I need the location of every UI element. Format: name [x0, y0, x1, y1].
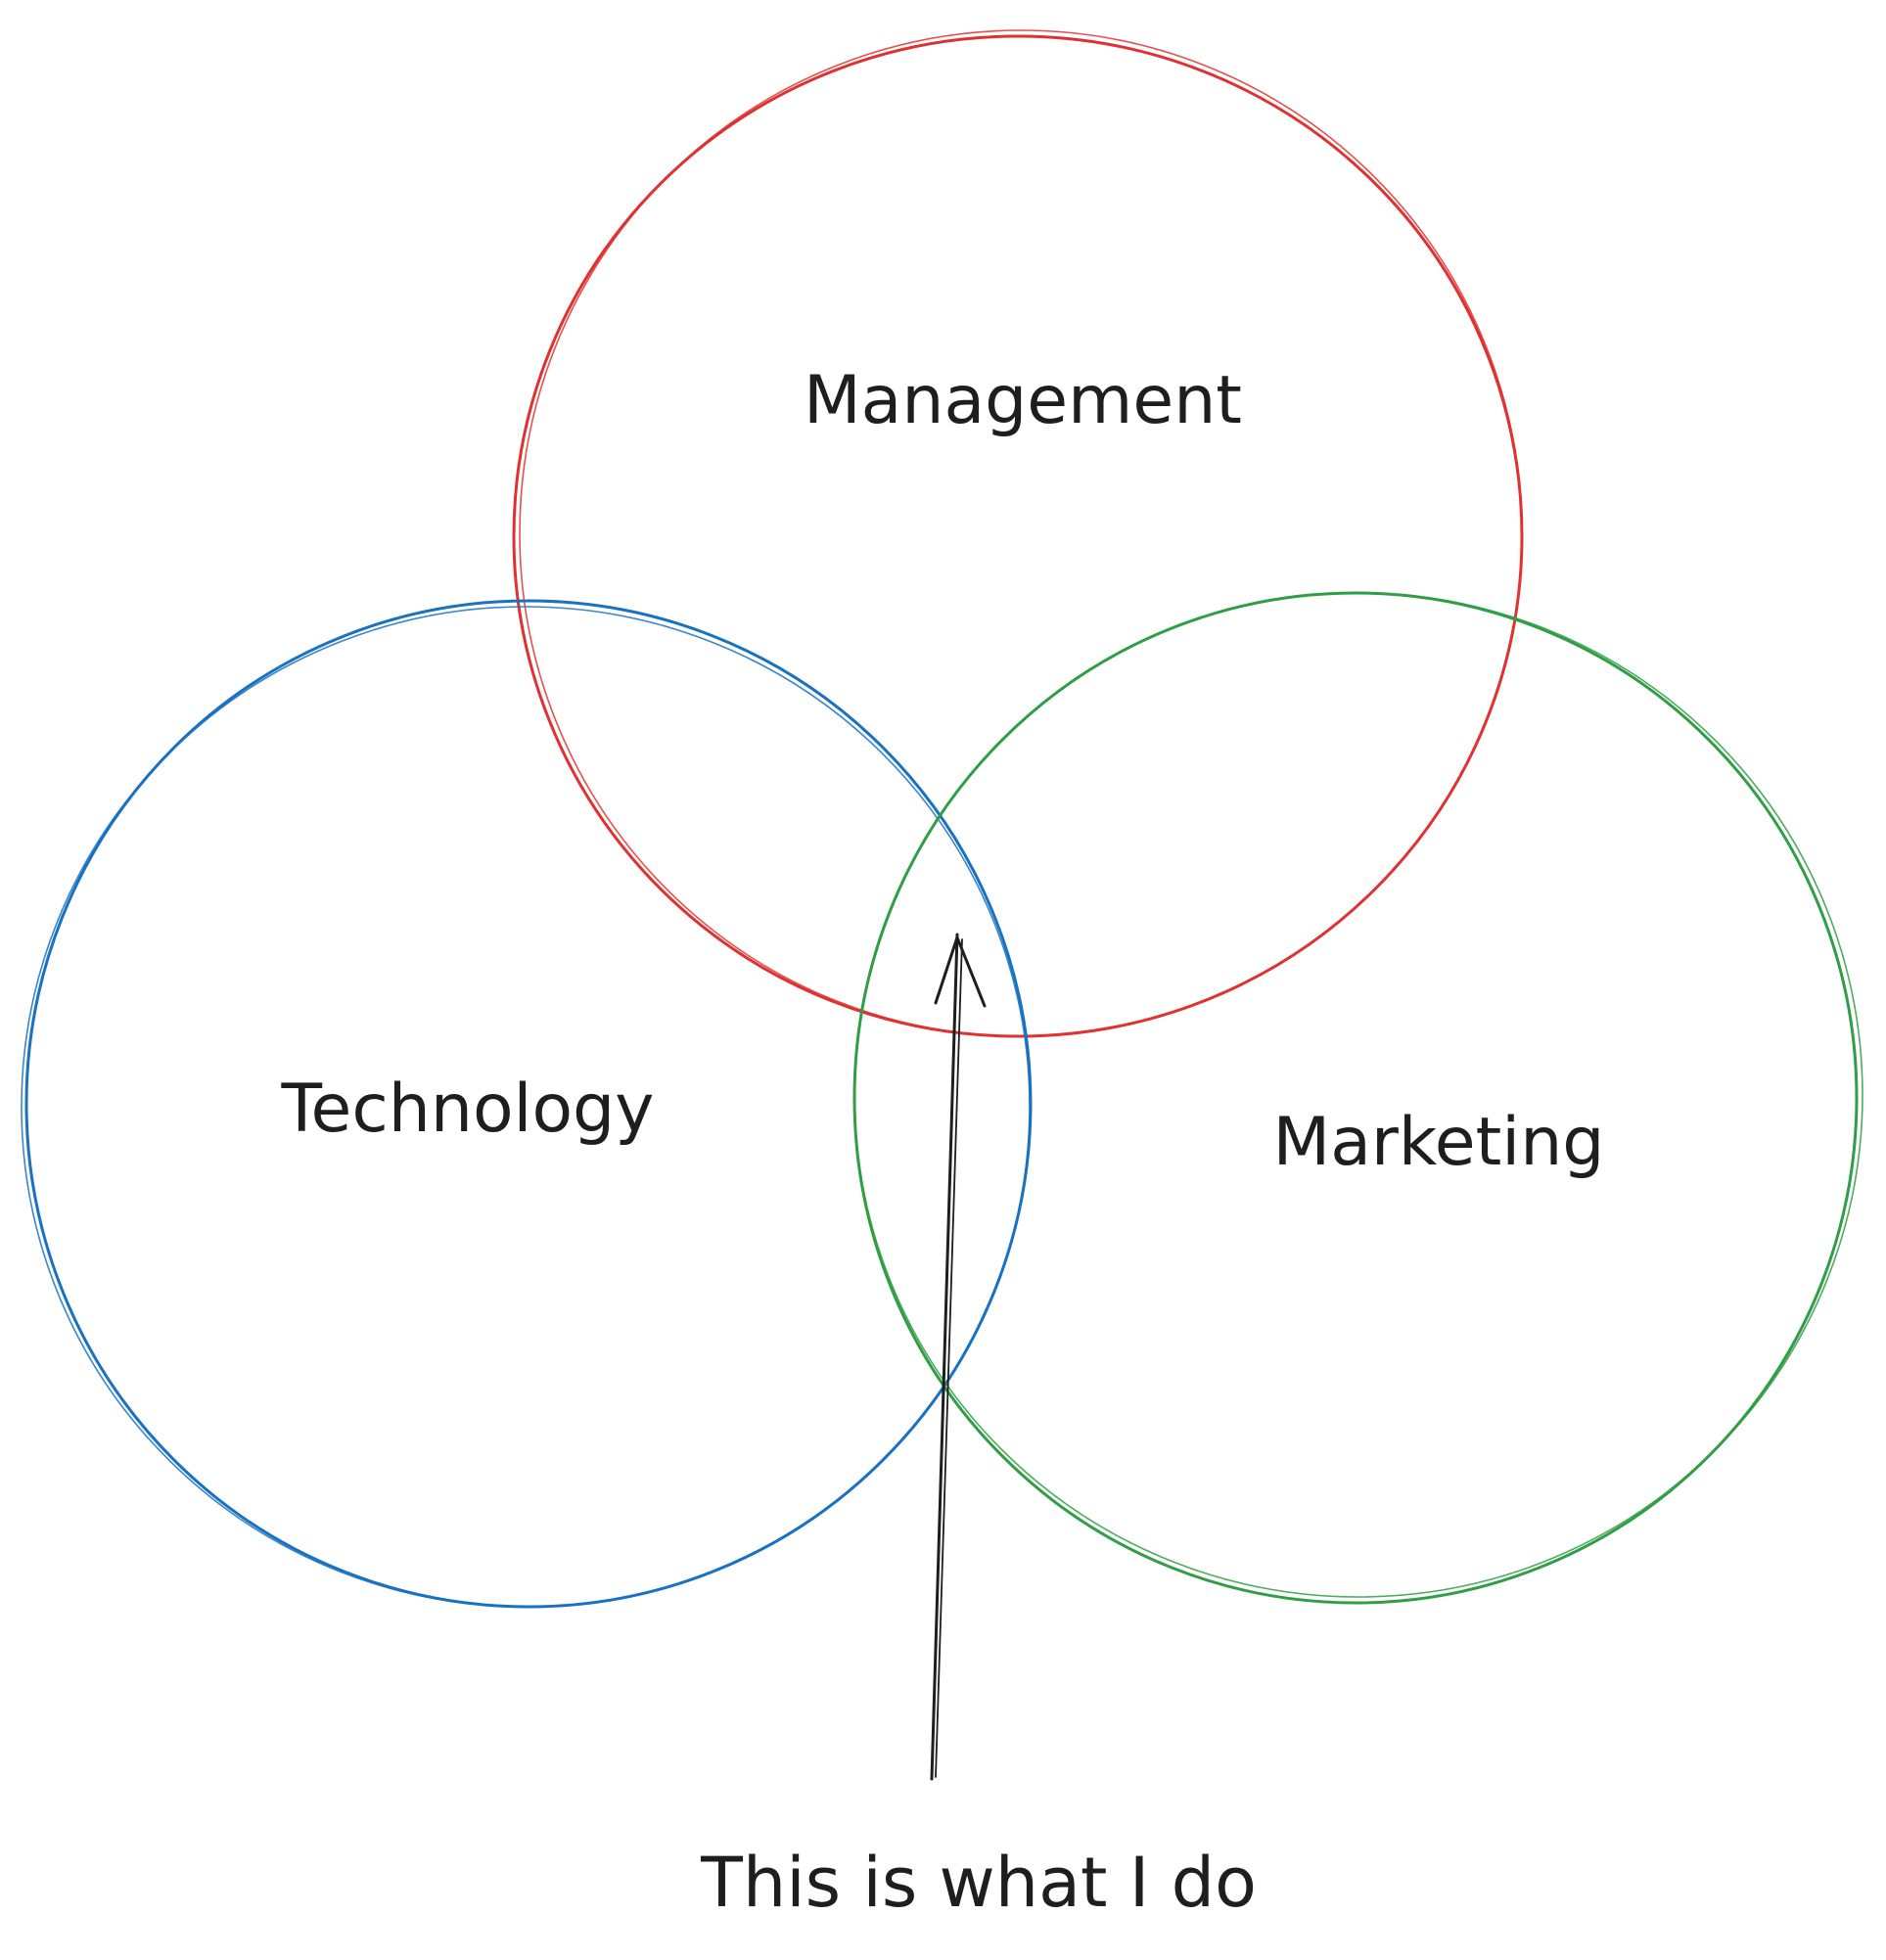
pointer-arrowhead: [934, 935, 987, 1008]
label-management: Management: [804, 362, 1242, 439]
label-marketing: Marketing: [1273, 1104, 1605, 1181]
pointer-arrow-shaft-sketch: [935, 938, 963, 1778]
circle-technology-sketch-stroke: [21, 606, 1031, 1608]
circle-marketing[interactable]: [852, 591, 1863, 1605]
circle-marketing-sketch-stroke: [853, 592, 1863, 1598]
pointer-arrow[interactable]: [930, 933, 987, 1781]
pointer-caption: This is what I do: [700, 1843, 1257, 1923]
label-technology: Technology: [281, 1071, 655, 1148]
circle-management-sketch-stroke: [519, 29, 1523, 1037]
circle-management[interactable]: [512, 29, 1524, 1038]
circle-management-outline: [512, 34, 1524, 1038]
pointer-arrow-shaft: [930, 933, 959, 1781]
circle-technology[interactable]: [21, 599, 1033, 1609]
circle-marketing-outline: [852, 591, 1859, 1605]
